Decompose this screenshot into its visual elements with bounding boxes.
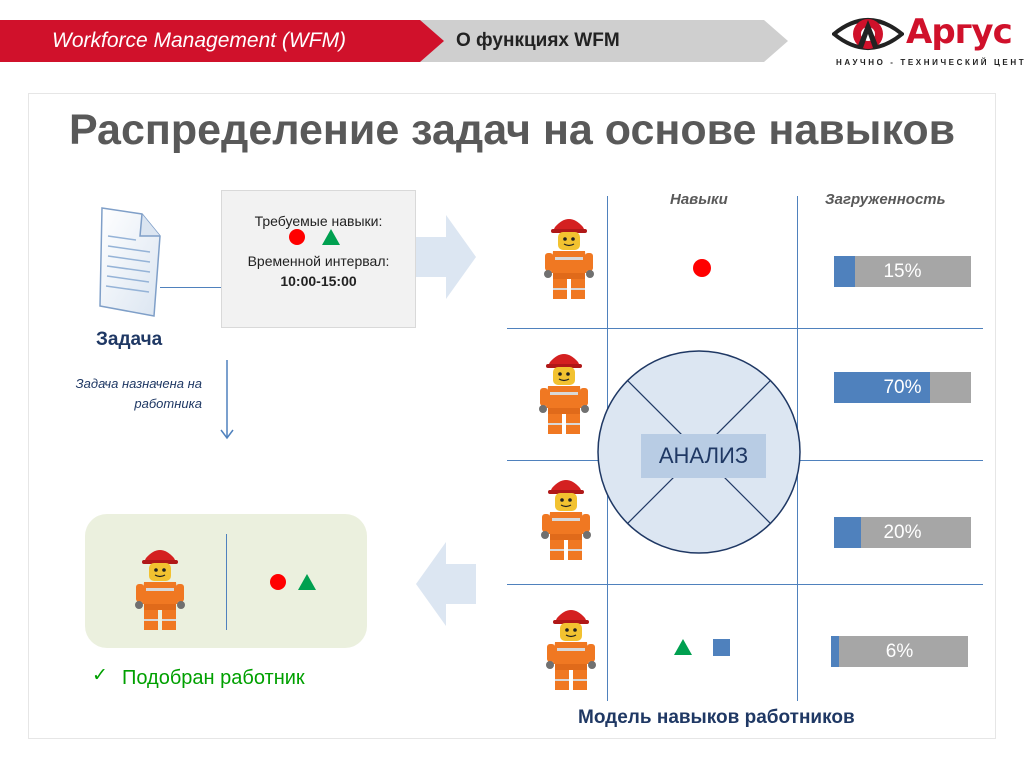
skill-square-icon bbox=[713, 639, 730, 656]
skill-circle-icon bbox=[270, 574, 286, 590]
analysis-label: АНАЛИЗ bbox=[641, 434, 766, 478]
assigned-note: Задача назначена на работника bbox=[75, 376, 202, 411]
task-requirements-box: Требуемые навыки: Временной интервал: 10… bbox=[221, 190, 416, 328]
load-bar-fill bbox=[834, 256, 855, 287]
load-bar: 70% bbox=[834, 372, 971, 403]
argus-eye-icon bbox=[832, 18, 904, 50]
load-bar-fill bbox=[834, 517, 862, 548]
logo-wordmark: Аргус bbox=[906, 12, 1013, 52]
skill-triangle-icon bbox=[674, 639, 692, 655]
skill-triangle-icon bbox=[298, 574, 316, 590]
breadcrumb-primary[interactable]: Workforce Management (WFM) bbox=[0, 20, 450, 62]
skill-triangle-icon bbox=[322, 229, 340, 245]
breadcrumb-secondary-label: О функциях WFM bbox=[456, 30, 620, 51]
worker-icon bbox=[135, 550, 185, 630]
skills-header: Навыки bbox=[670, 191, 728, 208]
time-interval-label: Временной интервал: bbox=[247, 253, 390, 269]
slide-frame bbox=[28, 93, 996, 739]
worker-icon bbox=[541, 480, 591, 560]
breadcrumb-primary-label: Workforce Management (WFM) bbox=[52, 29, 347, 52]
load-bar: 6% bbox=[831, 636, 968, 667]
breadcrumb-secondary[interactable]: О функциях WFM bbox=[420, 20, 788, 62]
check-icon: ✓ bbox=[92, 665, 108, 686]
load-percent: 70% bbox=[883, 377, 922, 398]
time-interval-value: 10:00-15:00 bbox=[280, 273, 357, 289]
result-divider bbox=[226, 534, 227, 630]
load-bar: 20% bbox=[834, 517, 971, 548]
load-bar-fill bbox=[834, 372, 930, 403]
worker-icon bbox=[544, 219, 594, 299]
skill-circle-icon bbox=[289, 229, 305, 245]
page-title: Распределение задач на основе навыков bbox=[68, 106, 956, 154]
arrow-left-icon bbox=[416, 542, 476, 626]
load-bar-fill bbox=[831, 636, 840, 667]
task-label: Задача bbox=[96, 329, 163, 350]
arrow-down-icon bbox=[220, 360, 234, 440]
worker-icon bbox=[539, 354, 589, 434]
load-bar: 15% bbox=[834, 256, 971, 287]
arrow-right-icon bbox=[416, 215, 476, 299]
logo-tagline: НАУЧНО - ТЕХНИЧЕСКИЙ ЦЕНТР bbox=[836, 58, 1024, 67]
required-skills-label: Требуемые навыки: bbox=[254, 213, 383, 229]
document-icon bbox=[99, 207, 161, 317]
matrix-divider bbox=[507, 328, 983, 329]
matrix-divider bbox=[507, 584, 983, 585]
load-percent: 20% bbox=[883, 522, 922, 543]
worker-icon bbox=[546, 610, 596, 690]
load-header: Загруженность bbox=[825, 191, 946, 208]
task-connector bbox=[160, 287, 221, 288]
selected-worker-label: Подобран работник bbox=[122, 667, 305, 689]
load-percent: 15% bbox=[883, 261, 922, 282]
skills-model-label: Модель навыков работников bbox=[578, 707, 855, 728]
skill-circle-icon bbox=[693, 259, 711, 277]
load-percent: 6% bbox=[885, 641, 914, 662]
